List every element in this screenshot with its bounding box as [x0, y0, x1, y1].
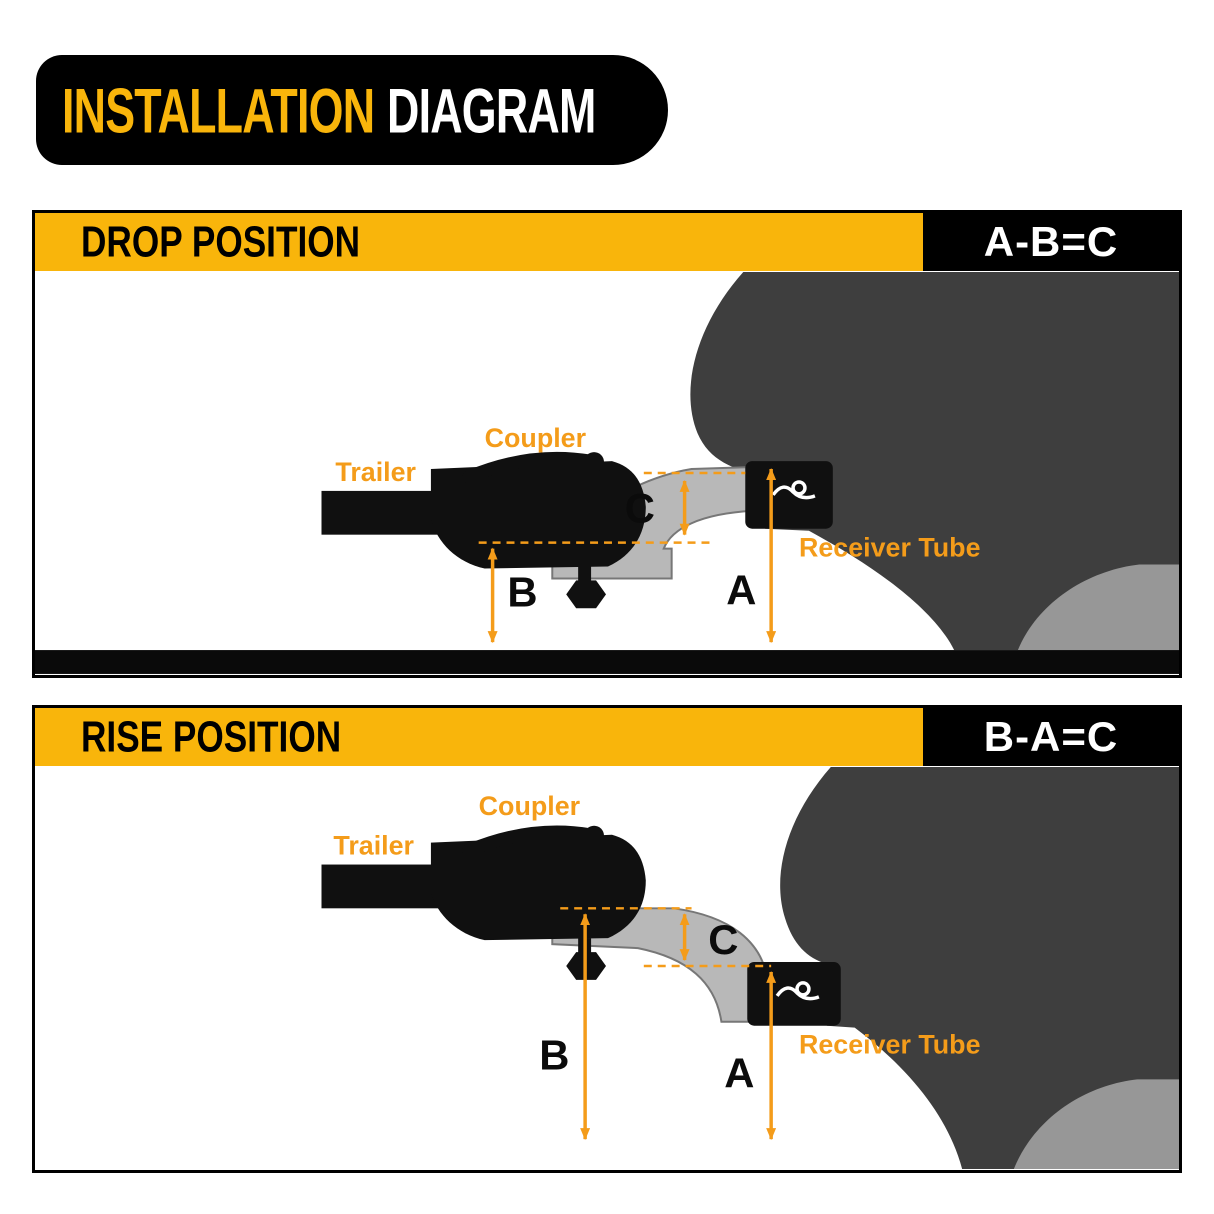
panel-rise-formula: B-A=C — [923, 708, 1179, 766]
panel-drop-body: Coupler Trailer Receiver Tube C A B — [35, 271, 1179, 675]
vehicle-wheel-area — [1013, 1079, 1179, 1169]
label-a: A — [726, 566, 756, 613]
panel-rise-position: RISE POSITION B-A=C — [32, 705, 1182, 1173]
coupler-latch-lever — [462, 825, 597, 858]
label-a: A — [724, 1049, 754, 1096]
latch-knob — [584, 452, 605, 473]
vehicle-body — [690, 272, 1179, 651]
label-coupler: Coupler — [479, 791, 581, 821]
receiver-tube — [747, 962, 841, 1026]
panel-drop-title-bar: DROP POSITION — [35, 213, 923, 271]
label-b: B — [507, 568, 537, 615]
label-c: C — [625, 485, 655, 532]
panel-rise-header: RISE POSITION B-A=C — [35, 708, 1179, 766]
coupler-latch-lever — [462, 451, 597, 484]
label-receiver-tube: Receiver Tube — [799, 1030, 981, 1060]
page-title: INSTALLATION DIAGRAM — [62, 74, 596, 147]
panel-rise-title-bar: RISE POSITION — [35, 708, 923, 766]
drop-diagram: Coupler Trailer Receiver Tube C A B — [35, 272, 1179, 674]
title-word-diagram: DIAGRAM — [387, 74, 596, 146]
title-word-installation: INSTALLATION — [62, 74, 375, 146]
label-trailer: Trailer — [333, 831, 414, 861]
latch-knob — [584, 825, 605, 846]
label-receiver-tube: Receiver Tube — [799, 533, 981, 563]
coupler-nut — [566, 580, 607, 609]
panel-drop-formula: A-B=C — [923, 213, 1179, 271]
panel-rise-body: Coupler Trailer Receiver Tube C B A — [35, 766, 1179, 1170]
hitch-pin-icon — [775, 981, 820, 1001]
panel-rise-title: RISE POSITION — [81, 712, 342, 761]
panel-drop-position: DROP POSITION A-B=C — [32, 210, 1182, 678]
coupler-body — [430, 834, 646, 941]
vehicle-wheel-area — [1017, 564, 1179, 651]
title-banner: INSTALLATION DIAGRAM — [36, 55, 668, 165]
vehicle-body — [780, 767, 1179, 1169]
label-trailer: Trailer — [335, 457, 416, 487]
receiver-tube — [745, 461, 833, 529]
label-b: B — [539, 1031, 569, 1078]
panel-drop-header: DROP POSITION A-B=C — [35, 213, 1179, 271]
panel-drop-title: DROP POSITION — [81, 217, 361, 266]
hitch-pin-icon — [771, 480, 816, 500]
rise-diagram: Coupler Trailer Receiver Tube C B A — [321, 767, 1179, 1169]
label-coupler: Coupler — [485, 423, 587, 453]
label-c: C — [708, 916, 738, 963]
ground-line — [35, 650, 1179, 674]
